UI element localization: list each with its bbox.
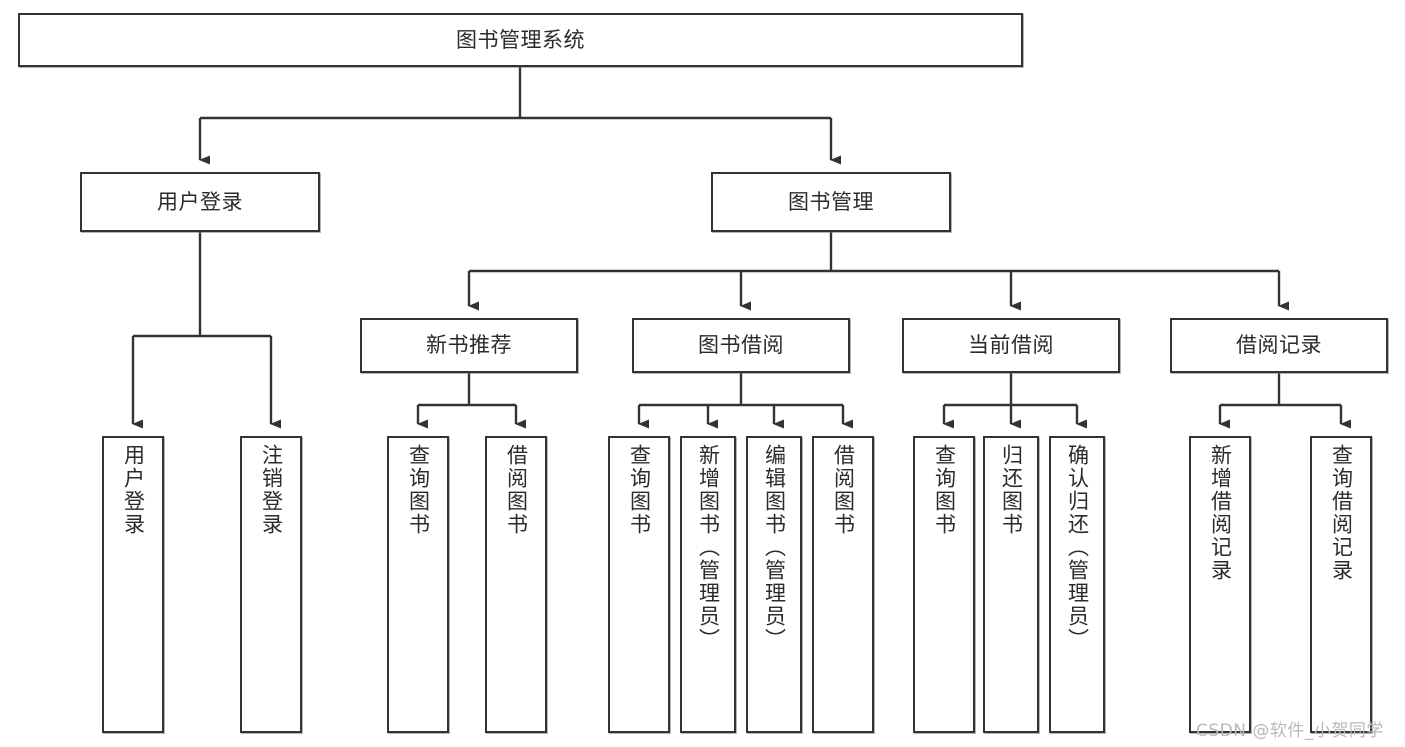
leaf-node[interactable]: 查询借阅记录 [1310,436,1372,733]
leaf-node-label: 查询借阅记录 [1329,444,1354,582]
leaf-node[interactable]: 编辑图书（管理员） [746,436,802,733]
node-root-label: 图书管理系统 [456,27,585,52]
leaf-node-label: 查询图书 [406,444,431,536]
leaf-node[interactable]: 确认归还（管理员） [1049,436,1105,733]
leaf-node-label: 编辑图书（管理员） [762,444,787,651]
node-book-borrow[interactable]: 图书借阅 [632,318,850,373]
leaf-node-label: 查询图书 [932,444,957,536]
node-root[interactable]: 图书管理系统 [18,13,1023,67]
leaf-node[interactable]: 查询图书 [913,436,975,733]
leaf-node[interactable]: 归还图书 [983,436,1039,733]
leaf-node[interactable]: 新增借阅记录 [1189,436,1251,733]
leaf-node-label: 借阅图书 [831,444,856,536]
leaf-node-label: 用户登录 [121,444,146,536]
leaf-node[interactable]: 用户登录 [102,436,164,733]
leaf-node-label: 借阅图书 [504,444,529,536]
node-current-borrow-label: 当前借阅 [968,333,1054,358]
leaf-node-label: 归还图书 [999,444,1024,536]
leaf-node[interactable]: 查询图书 [608,436,670,733]
node-borrow-records-label: 借阅记录 [1236,333,1322,358]
node-new-book-recommend[interactable]: 新书推荐 [360,318,578,373]
leaf-node-label: 查询图书 [627,444,652,536]
leaf-node[interactable]: 注销登录 [240,436,302,733]
node-current-borrow[interactable]: 当前借阅 [902,318,1120,373]
leaf-node[interactable]: 查询图书 [387,436,449,733]
leaf-node-label: 新增图书（管理员） [696,444,721,651]
node-user-login[interactable]: 用户登录 [80,172,320,232]
leaf-node-label: 新增借阅记录 [1208,444,1233,582]
node-user-login-label: 用户登录 [157,189,243,214]
csdn-watermark: CSDN @软件_小贺同学 [1196,721,1384,741]
leaf-node[interactable]: 新增图书（管理员） [680,436,736,733]
node-borrow-records[interactable]: 借阅记录 [1170,318,1388,373]
leaf-node[interactable]: 借阅图书 [812,436,874,733]
node-book-management[interactable]: 图书管理 [711,172,951,232]
leaf-node-label: 注销登录 [259,444,284,536]
node-new-book-recommend-label: 新书推荐 [426,333,512,358]
node-book-management-label: 图书管理 [788,189,874,214]
leaf-node[interactable]: 借阅图书 [485,436,547,733]
node-book-borrow-label: 图书借阅 [698,333,784,358]
leaf-node-label: 确认归还（管理员） [1065,444,1090,651]
